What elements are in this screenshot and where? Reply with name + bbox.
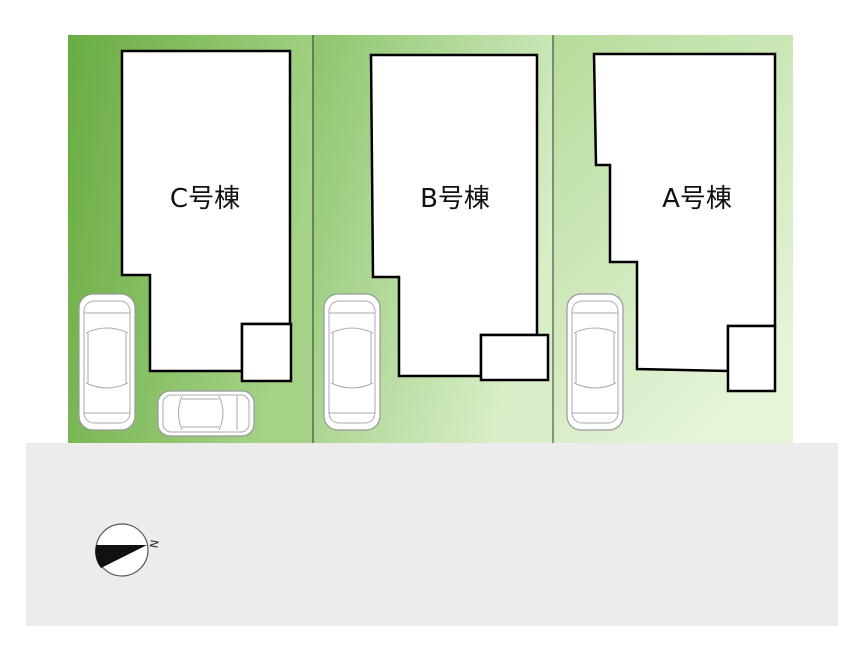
- road: [26, 443, 838, 626]
- car-icon: [78, 293, 136, 431]
- annex-a: [726, 324, 777, 393]
- annex-c: [240, 322, 293, 383]
- building-b-label: B号棟: [420, 184, 490, 214]
- annex-b: [479, 333, 550, 382]
- building-a-label: A号棟: [662, 184, 732, 214]
- car-icon: [566, 293, 624, 431]
- building-a: [592, 52, 777, 373]
- car-icon: [323, 293, 381, 431]
- building-c-label: C号棟: [170, 184, 240, 214]
- north-label: N: [148, 539, 162, 549]
- car-icon: [157, 390, 255, 437]
- compass-icon: N: [95, 523, 162, 577]
